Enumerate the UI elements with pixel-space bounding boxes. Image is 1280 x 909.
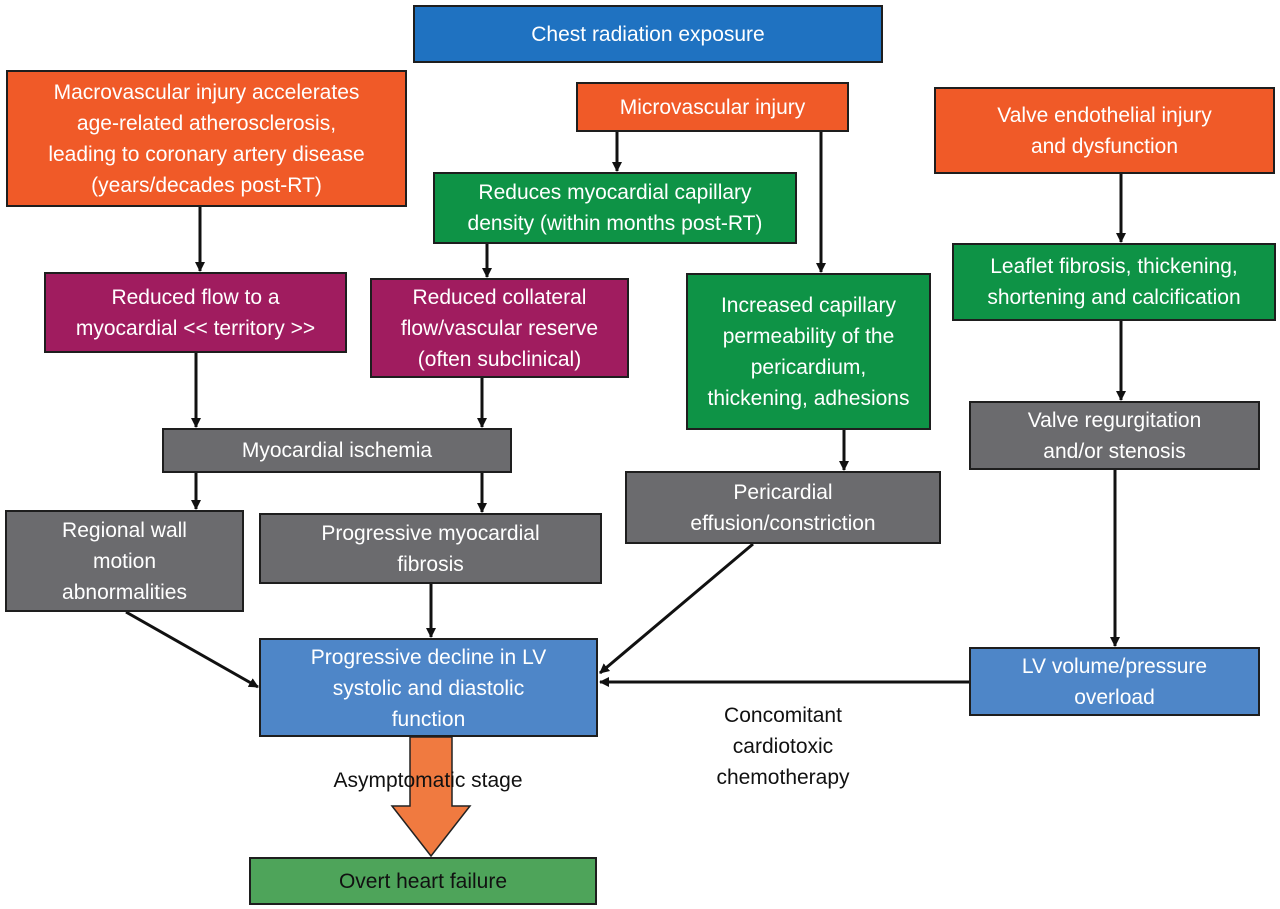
node-progressive-fibrosis: Progressive myocardial fibrosis (259, 513, 602, 584)
node-valve-endothelial-injury: Valve endothelial injury and dysfunction (934, 87, 1275, 174)
node-reduced-flow: Reduced flow to a myocardial << territor… (44, 272, 347, 353)
node-chest-radiation: Chest radiation exposure (413, 5, 883, 63)
node-overt-heart-failure: Overt heart failure (249, 857, 597, 905)
node-increased-permeability: Increased capillary permeability of the … (686, 273, 931, 430)
node-regional-wall-motion: Regional wall motion abnormalities (5, 510, 244, 612)
node-microvascular-injury: Microvascular injury (576, 82, 849, 132)
node-myocardial-ischemia: Myocardial ischemia (162, 428, 512, 473)
node-reduced-collateral: Reduced collateral flow/vascular reserve… (370, 278, 629, 378)
label-asymptomatic-stage: Asymptomatic stage (333, 769, 523, 792)
node-lv-overload: LV volume/pressure overload (969, 647, 1260, 716)
label-concomitant-chemotherapy: Concomitant cardiotoxic chemotherapy (716, 704, 850, 789)
arrow-wall-motion-to-decline (125, 610, 259, 689)
node-pericardial-effusion: Pericardial effusion/constriction (625, 471, 941, 544)
node-progressive-decline: Progressive decline in LV systolic and d… (259, 638, 598, 737)
arrow-pericardial-to-decline (599, 542, 754, 675)
progression-arrow (390, 736, 472, 858)
node-leaflet-fibrosis: Leaflet fibrosis, thickening, shortening… (952, 243, 1276, 321)
node-reduces-capillary-density: Reduces myocardial capillary density (wi… (433, 172, 797, 244)
node-valve-regurgitation: Valve regurgitation and/or stenosis (969, 401, 1260, 470)
node-macrovascular-injury: Macrovascular injury accelerates age-rel… (6, 70, 407, 207)
